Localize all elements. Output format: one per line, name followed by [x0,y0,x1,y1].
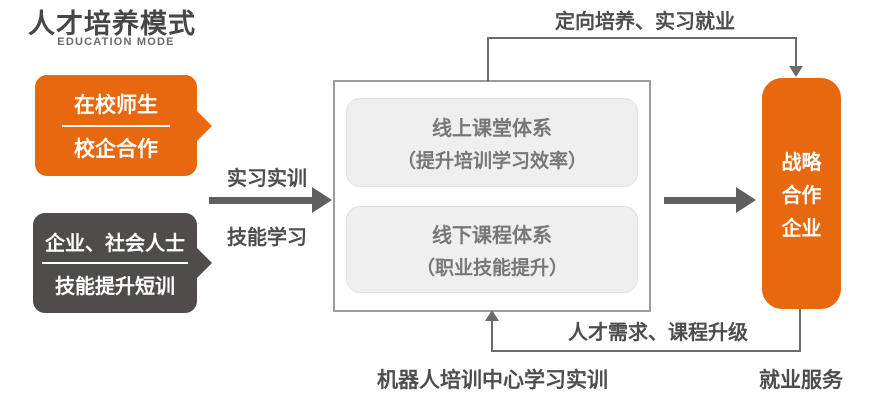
right-pointer-icon [197,110,212,141]
partner-box-line3: 企业 [781,218,822,240]
source-box-social: 企业、社会人士 技能提升短训 [33,213,212,313]
caption-training-center: 机器人培训中心学习实训 [377,369,608,392]
divider-line [62,124,170,127]
arrow-right-icon [312,187,332,213]
partner-box: 战略 合作 企业 [762,78,841,309]
divider-line [42,262,188,264]
skill-learning-label: 技能学习 [227,227,307,249]
social-box-line2: 技能提升短训 [55,276,175,298]
partner-box-line2: 合作 [781,185,822,207]
offline-course-title: 线下课程体系 [432,225,552,247]
flow-line-top-right [795,39,797,68]
flow-line-top-left [487,38,489,81]
arrow-body [209,197,312,204]
flow-line-top-horizontal [487,37,797,39]
arrowhead-down-icon [789,66,803,77]
course-card-offline: 线下课程体系 （职业技能提升） [346,206,638,293]
course-card-online: 线上课堂体系 （提升培训学习效率） [346,98,638,187]
social-box-line1: 企业、社会人士 [45,233,185,255]
partner-box-line1: 战略 [781,152,822,174]
practice-training-label: 实习实训 [227,168,307,190]
online-course-subtitle: （提升培训学习效率） [396,151,587,172]
arrowhead-up-icon [485,310,499,321]
right-pointer-icon [197,248,212,278]
offline-course-subtitle: （职业技能提升） [415,258,568,279]
flow-line-bottom-left [491,320,493,351]
training-center-box: 线上课堂体系 （提升培训学习效率） 线下课程体系 （职业技能提升） [333,80,651,312]
flow-line-bottom-horizontal [491,350,801,352]
arrow-right-icon [736,187,756,213]
page-subtitle: EDUCATION MODE [57,36,175,48]
school-box-line2: 校企合作 [74,137,158,161]
page-title: 人才培养模式 [28,9,196,39]
arrow-body [664,197,736,204]
online-course-title: 线上课堂体系 [432,118,552,140]
flow-line-bottom-right [799,309,801,352]
caption-employment-service: 就业服务 [759,369,843,392]
school-box-line1: 在校师生 [74,93,158,117]
bottom-flow-label: 人才需求、课程升级 [568,322,748,344]
top-flow-label: 定向培养、实习就业 [555,11,735,33]
source-box-school: 在校师生 校企合作 [35,75,212,176]
